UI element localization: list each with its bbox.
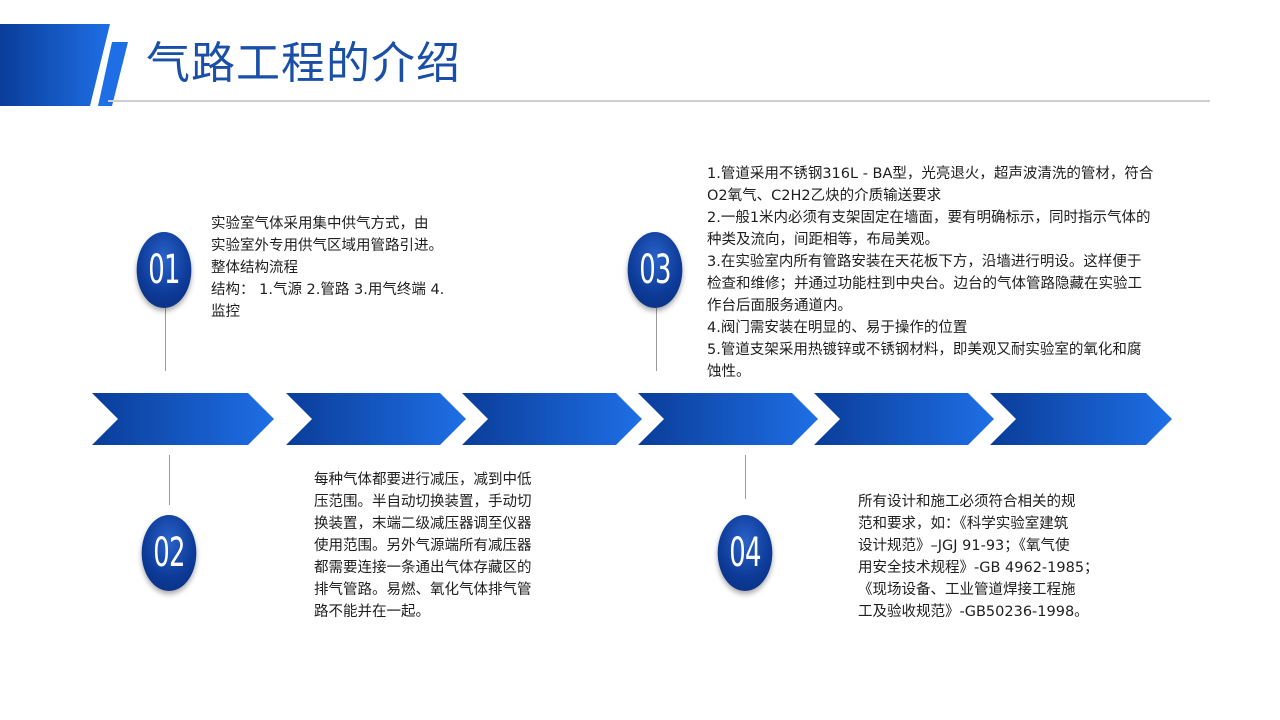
timeline-arrow-1 — [92, 393, 274, 445]
step-02-line: 每种气体都要进行减压，减到中低 — [314, 472, 532, 488]
step-text-04: 所有设计和施工必须符合相关的规 范和要求，如：《科学实验室建筑 设计规范》–JG… — [858, 491, 1099, 623]
step-04-line: 范和要求，如：《科学实验室建筑 — [858, 516, 1069, 532]
timeline-arrow-6 — [990, 393, 1172, 445]
step-04-line: 所有设计和施工必须符合相关的规 — [858, 494, 1076, 510]
step-text-01: 实验室气体采用集中供气方式，由 实验室外专用供气区域用管路引进。 整体结构流程 … — [211, 213, 444, 323]
step-01-line: 实验室气体采用集中供气方式，由 — [211, 216, 429, 232]
step-03-line: 4.阀门需安装在明显的、易于操作的位置 — [707, 320, 968, 336]
step-04-line: 工及验收规范》-GB50236-1998。 — [858, 604, 1089, 620]
step-01-line: 监控 — [211, 304, 240, 320]
step-text-03: 1.管道采用不锈钢316L - BA型，光亮退火，超声波清洗的管材，符合 O2氧… — [707, 163, 1153, 383]
connector-line-1 — [165, 308, 166, 371]
step-number-circle-02: 02 — [141, 515, 197, 591]
step-02-line: 使用范围。另外气源端所有减压器 — [314, 538, 532, 554]
step-04-line: 用安全技术规程》-GB 4962-1985； — [858, 560, 1099, 576]
step-04-line: 设计规范》–JGJ 91-93；《氧气使 — [858, 538, 1070, 554]
step-03-line: 5.管道支架采用热镀锌或不锈钢材料，即美观又耐实验室的氧化和腐 — [707, 342, 1142, 358]
timeline-arrow-3 — [462, 393, 642, 445]
step-02-line: 排气管路。易燃、氧化气体排气管 — [314, 582, 532, 598]
step-01-line: 结构： 1.气源 2.管路 3.用气终端 4. — [211, 282, 445, 298]
step-03-line: 3.在实验室内所有管路安装在天花板下方，沿墙进行明设。这样便于 — [707, 254, 1142, 270]
step-number-circle-04: 04 — [717, 515, 773, 591]
step-02-line: 都需要连接一条通出气体存藏区的 — [314, 560, 532, 576]
connector-line-2 — [169, 455, 170, 505]
step-02-line: 换装置，末端二级减压器调至仪器 — [314, 516, 532, 532]
step-03-line: 检查和维修；并通过功能柱到中央台。边台的气体管路隐藏在实验工 — [707, 276, 1142, 292]
step-number-circle-03: 03 — [627, 232, 683, 308]
connector-line-4 — [745, 455, 746, 499]
step-03-line: 1.管道采用不锈钢316L - BA型，光亮退火，超声波清洗的管材，符合 — [707, 166, 1154, 182]
step-03-line: O2氧气、C2H2乙炔的介质输送要求 — [707, 188, 942, 204]
step-text-02: 每种气体都要进行减压，减到中低 压范围。半自动切换装置，手动切 换装置，末端二级… — [314, 469, 532, 623]
step-number-circle-01: 01 — [136, 232, 192, 308]
step-01-line: 实验室外专用供气区域用管路引进。 — [211, 238, 443, 254]
timeline-arrow-5 — [814, 393, 994, 445]
step-02-line: 路不能并在一起。 — [314, 604, 430, 620]
page-title: 气路工程的介绍 — [146, 38, 461, 89]
step-03-line: 2.一般1米内必须有支架固定在墙面，要有明确标示，同时指示气体的 — [707, 210, 1151, 226]
title-accent-shape — [0, 24, 128, 106]
step-01-line: 整体结构流程 — [211, 260, 298, 276]
title-divider — [108, 100, 1210, 102]
step-02-line: 压范围。半自动切换装置，手动切 — [314, 494, 532, 510]
step-03-line: 种类及流向，间距相等，布局美观。 — [707, 232, 939, 248]
step-04-line: 《现场设备、工业管道焊接工程施 — [858, 582, 1076, 598]
connector-line-3 — [656, 308, 657, 371]
timeline-arrow-2 — [286, 393, 466, 445]
step-03-line: 作台后面服务通道内。 — [707, 298, 852, 314]
step-03-line: 蚀性。 — [707, 364, 751, 380]
timeline-arrow-4 — [638, 393, 818, 445]
